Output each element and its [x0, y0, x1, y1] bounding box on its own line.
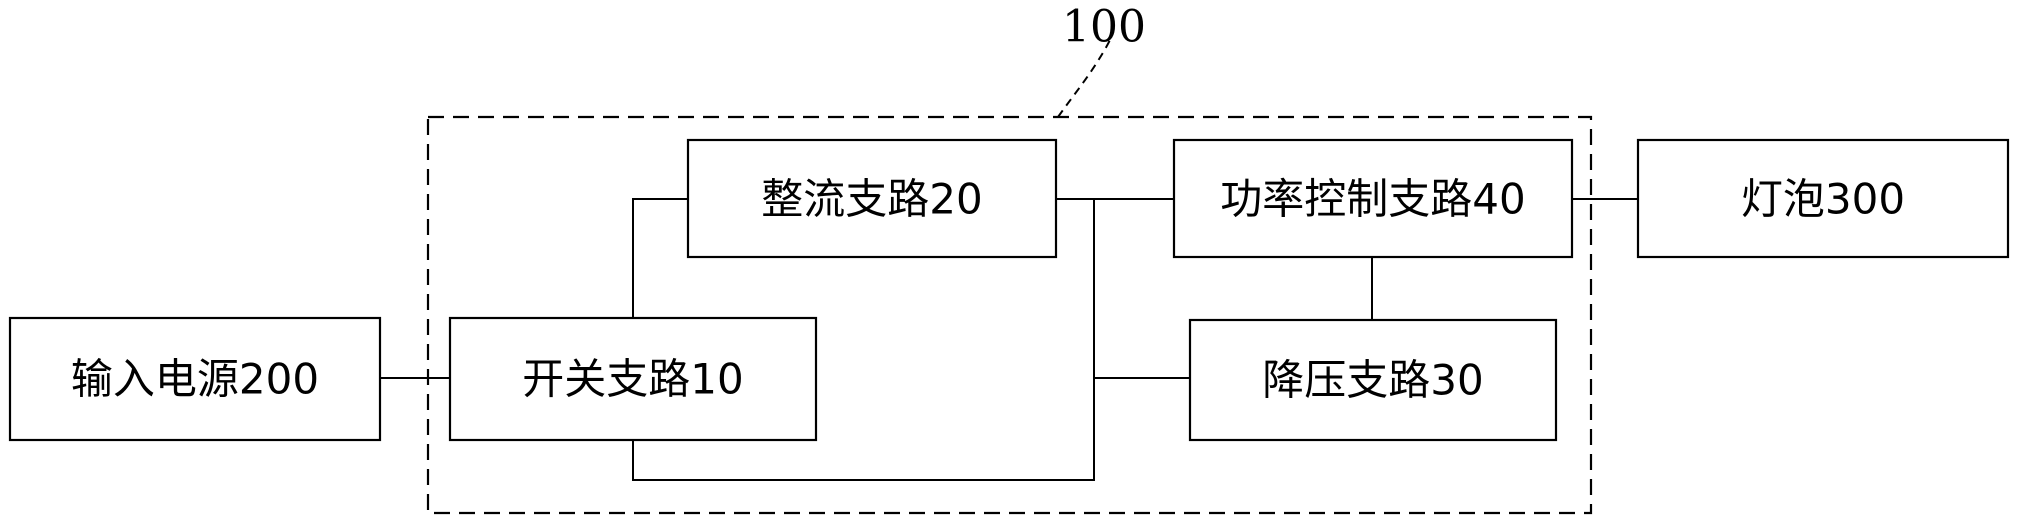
block-rectifier-branch: 整流支路20 [686, 138, 1058, 259]
input-power-label: 输入电源200 [71, 355, 319, 404]
block-input-power: 输入电源200 [8, 316, 382, 442]
wire-switch-bottom-to-bus [632, 378, 1095, 481]
rectifier-branch-label: 整流支路20 [761, 175, 982, 224]
block-buck-branch: 降压支路30 [1188, 318, 1558, 442]
module-ref-label: 100 [1062, 2, 1146, 53]
module-boundary-100 [426, 115, 1593, 515]
wire-switch-to-rectifier [632, 198, 688, 318]
connection-wires [380, 198, 1638, 481]
block-power-control-branch: 功率控制支路40 [1172, 138, 1574, 259]
block-bulb: 灯泡300 [1636, 138, 2010, 259]
buck-branch-label: 降压支路30 [1262, 356, 1483, 405]
switch-branch-label: 开关支路10 [522, 355, 743, 404]
block-switch-branch: 开关支路10 [448, 316, 818, 442]
bulb-label: 灯泡300 [1741, 175, 1905, 224]
power-control-branch-label: 功率控制支路40 [1220, 175, 1525, 224]
module-ref-leader [1057, 39, 1111, 118]
